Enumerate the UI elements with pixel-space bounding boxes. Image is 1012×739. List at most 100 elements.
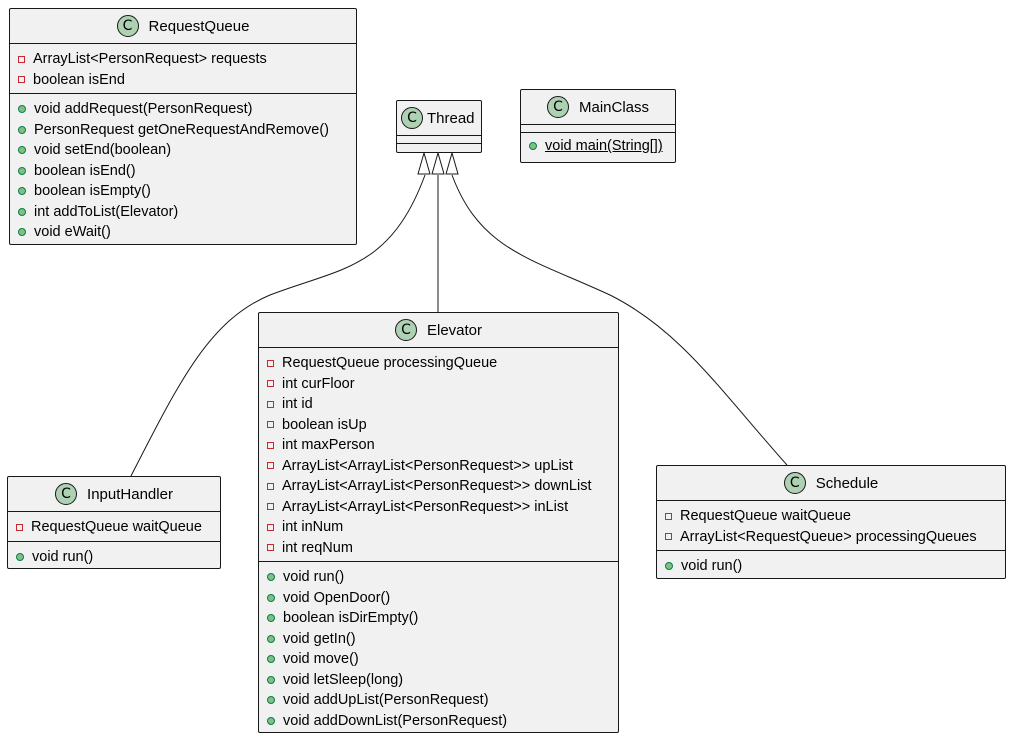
public-icon [665,562,673,571]
class-name: MainClass [578,98,650,116]
private-icon [16,523,23,531]
private-icon [18,55,25,63]
method-row: void OpenDoor() [259,588,618,609]
field-row: RequestQueue waitQueue [657,506,1005,527]
class-icon: C [394,319,417,341]
public-icon [529,142,537,151]
class-icon: C [116,15,139,37]
public-icon [267,655,275,664]
inheritance-arrowhead [417,151,431,175]
public-icon [16,552,24,561]
method-row: boolean isEmpty() [10,181,356,202]
method-row: void addUpList(PersonRequest) [259,690,618,711]
class-schedule[interactable]: C Schedule RequestQueue waitQueue ArrayL… [656,465,1006,579]
public-icon [18,187,26,196]
class-requestqueue[interactable]: C RequestQueue ArrayList<PersonRequest> … [9,8,357,245]
private-icon [18,76,25,84]
field-row: int reqNum [259,538,618,559]
public-icon [18,166,26,175]
public-icon [18,105,26,114]
methods-section: void run() [657,551,1005,577]
public-icon [18,207,26,216]
private-icon [267,441,274,449]
field-row: RequestQueue processingQueue [259,353,618,374]
field-row: int maxPerson [259,435,618,456]
public-icon [267,675,275,684]
public-icon [18,228,26,237]
public-icon [267,593,275,602]
fields-section [397,136,481,144]
field-row: ArrayList<PersonRequest> requests [10,49,356,70]
class-icon: C [546,96,569,118]
field-row: int id [259,394,618,415]
private-icon [267,400,274,408]
class-inputhandler[interactable]: C InputHandler RequestQueue waitQueue vo… [7,476,221,569]
public-icon [267,614,275,623]
class-icon: C [55,483,78,505]
class-header: C RequestQueue [10,9,356,44]
public-icon [267,696,275,705]
fields-section [521,125,675,133]
class-name: Elevator [426,321,483,339]
fields-section: RequestQueue processingQueue int curFloo… [259,348,618,562]
public-icon [267,716,275,725]
class-name: Schedule [815,474,879,492]
private-icon [267,462,274,470]
private-icon [665,533,672,541]
method-row: void getIn() [259,629,618,650]
class-header: C Thread [397,101,481,136]
method-row: void run() [8,547,220,568]
field-row: ArrayList<ArrayList<PersonRequest>> inLi… [259,497,618,518]
method-row: int addToList(Elevator) [10,202,356,223]
method-row: void addDownList(PersonRequest) [259,711,618,732]
field-row: ArrayList<ArrayList<PersonRequest>> down… [259,476,618,497]
field-row: int inNum [259,517,618,538]
methods-section: void run() [8,542,220,568]
class-header: C Elevator [259,313,618,348]
class-mainclass[interactable]: C MainClass void main(String[]) [520,89,676,163]
class-name: RequestQueue [148,17,250,35]
inheritance-arrowhead [431,151,445,175]
class-icon: C [401,107,423,129]
private-icon [267,421,274,429]
methods-section [397,144,481,152]
class-icon: C [783,472,806,494]
public-icon [18,146,26,155]
private-icon [267,523,274,531]
field-row: ArrayList<ArrayList<PersonRequest>> upLi… [259,456,618,477]
class-header: C MainClass [521,90,675,125]
method-row: void main(String[]) [521,136,675,157]
class-thread[interactable]: C Thread [396,100,482,153]
public-icon [267,573,275,582]
public-icon [267,634,275,643]
fields-section: RequestQueue waitQueue [8,512,220,542]
field-row: boolean isUp [259,415,618,436]
class-name: InputHandler [87,485,173,503]
class-name: Thread [427,109,475,127]
class-header: C Schedule [657,466,1005,501]
method-row: void setEnd(boolean) [10,140,356,161]
public-icon [18,125,26,134]
edge-inputhandler-thread [130,174,426,477]
private-icon [665,512,672,520]
method-row: void run() [657,556,1005,577]
methods-section: void addRequest(PersonRequest) PersonReq… [10,94,356,243]
method-row: PersonRequest getOneRequestAndRemove() [10,120,356,141]
fields-section: RequestQueue waitQueue ArrayList<Request… [657,501,1005,551]
method-row: void eWait() [10,222,356,243]
class-header: C InputHandler [8,477,220,512]
field-row: int curFloor [259,374,618,395]
edge-schedule-thread [451,174,788,466]
private-icon [267,544,274,552]
private-icon [267,503,274,511]
field-row: boolean isEnd [10,70,356,91]
private-icon [267,359,274,367]
methods-section: void main(String[]) [521,133,675,157]
method-row: void move() [259,649,618,670]
private-icon [267,482,274,490]
method-row: void letSleep(long) [259,670,618,691]
inheritance-arrowhead [445,151,459,175]
class-elevator[interactable]: C Elevator RequestQueue processingQueue … [258,312,619,733]
method-row: boolean isEnd() [10,161,356,182]
